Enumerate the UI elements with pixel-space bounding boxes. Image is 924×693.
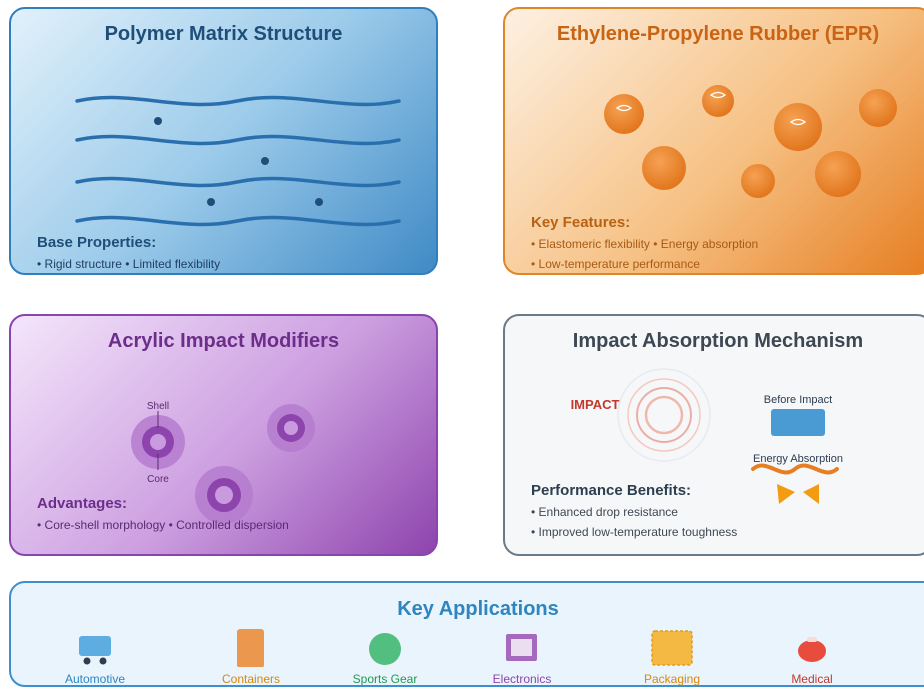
base-properties-heading: Base Properties: [37, 234, 157, 251]
application-automotive: Automotive [52, 627, 138, 686]
application-label: Automotive [64, 672, 126, 686]
application-label: Packaging [643, 672, 701, 686]
application-medical: Medical [769, 627, 855, 686]
application-label: Containers [221, 672, 281, 686]
applications-title: Key Applications [397, 598, 559, 620]
advantages-list: • Core-shell morphology • Controlled dis… [37, 518, 289, 532]
core-shell-particle [131, 415, 185, 469]
applications-panel: Key Applications Automotive Containers S… [9, 581, 924, 687]
rubber-particle [642, 146, 686, 190]
performance-benefit-2: • Improved low-temperature toughness [531, 525, 738, 539]
performance-benefit-1: • Enhanced drop resistance [531, 505, 678, 519]
application-electronics: Electronics [479, 627, 565, 686]
additive-particle [154, 117, 162, 125]
deformation-mark [709, 91, 727, 99]
core-shell-particle [267, 404, 315, 452]
deformation-mark [615, 104, 633, 112]
core-shell-particle [195, 466, 253, 524]
key-features-heading: Key Features: [531, 214, 631, 231]
ball-icon [369, 633, 401, 665]
impact-mechanism-graphic: IMPACT Before Impact Energy Absorption [571, 368, 843, 504]
polymer-chain [75, 95, 401, 107]
polymer-chain [75, 176, 401, 188]
rubber-particle [741, 164, 775, 198]
deformation-mark [789, 118, 807, 126]
medical-icon [798, 637, 826, 662]
application-containers: Containers [208, 627, 294, 686]
deflection-arrow-left [777, 484, 795, 504]
additive-particle [207, 198, 215, 206]
application-label: Medical [791, 672, 833, 686]
container-icon [237, 629, 264, 667]
epr-title: Ethylene-Propylene Rubber (EPR) [556, 23, 880, 45]
rubber-particle [774, 103, 822, 151]
rubber-particle [815, 151, 861, 197]
intact-material-block [771, 409, 825, 436]
deformed-material-wave [751, 463, 839, 475]
key-features-line-2: • Low-temperature performance [531, 257, 700, 271]
mechanism-panel: Impact Absorption Mechanism IMPACT Befor… [503, 314, 924, 556]
car-icon [79, 636, 111, 665]
core-label: Core [147, 474, 169, 485]
performance-benefits-heading: Performance Benefits: [531, 482, 692, 499]
chip-icon [506, 634, 537, 661]
before-impact-label: Before Impact [764, 394, 832, 406]
application-packaging: Packaging [629, 627, 715, 686]
advantages-heading: Advantages: [37, 495, 128, 512]
polymer-chain [75, 134, 401, 146]
acrylic-panel: Acrylic Impact Modifiers Shell Core Adva… [9, 314, 438, 556]
additive-particle [261, 157, 269, 165]
core-shell-graphic: Shell Core [131, 401, 315, 524]
additive-particle [315, 198, 323, 206]
epr-panel: Ethylene-Propylene Rubber (EPR) Key Feat… [503, 7, 924, 275]
polymer-matrix-title: Polymer Matrix Structure [104, 23, 343, 45]
polymer-chains-graphic [75, 95, 401, 227]
rubber-particle [702, 85, 734, 117]
acrylic-title: Acrylic Impact Modifiers [107, 330, 340, 352]
rubber-particles-graphic [604, 85, 897, 198]
key-features-line-1: • Elastomeric flexibility • Energy absor… [531, 237, 759, 251]
application-label: Sports Gear [352, 672, 418, 686]
application-label: Electronics [492, 672, 552, 686]
shell-label: Shell [147, 401, 169, 412]
base-properties-list: • Rigid structure • Limited flexibility [37, 257, 221, 271]
mechanism-title: Impact Absorption Mechanism [572, 330, 864, 352]
application-sports-gear: Sports Gear [342, 627, 428, 686]
energy-absorption-label: Energy Absorption [753, 453, 843, 465]
deflection-arrow-right [803, 484, 819, 504]
rubber-particle [859, 89, 897, 127]
polymer-chain [75, 215, 401, 227]
impact-ripple-icon [617, 368, 711, 462]
polymer-matrix-panel: Polymer Matrix Structure Base Properties… [9, 7, 438, 275]
rubber-particle [604, 94, 644, 134]
impact-label: IMPACT [571, 397, 620, 412]
box-icon [651, 630, 693, 666]
